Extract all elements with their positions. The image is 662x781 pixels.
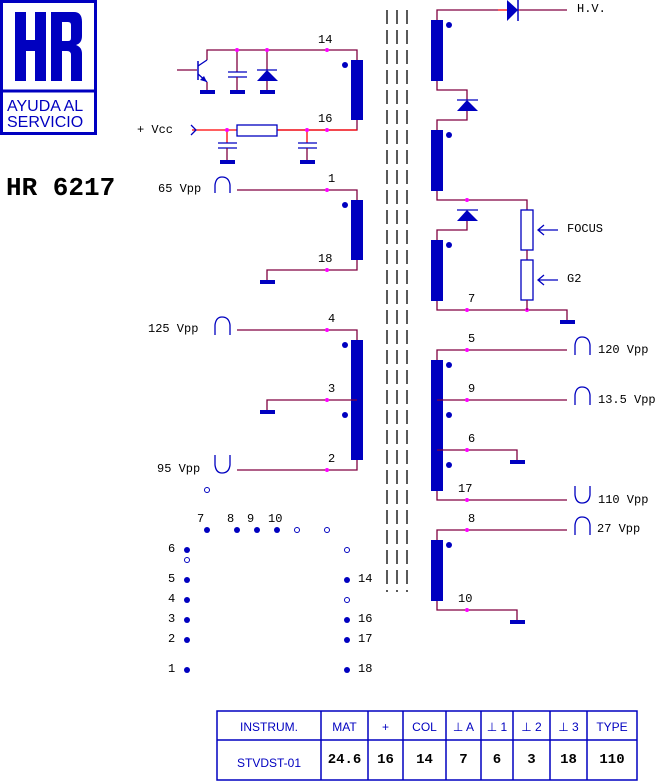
capacitor-icon: [218, 130, 237, 164]
pinout-label: 16: [358, 612, 372, 626]
table-cell: 7: [459, 752, 467, 768]
pulse-icon: [574, 386, 591, 405]
model-title: HR 6217: [6, 173, 115, 203]
logo-line1: AYUDA AL: [7, 98, 83, 115]
pinout-label: 7: [197, 512, 204, 526]
input-arrow-icon: [190, 124, 197, 136]
table-header: +: [382, 720, 389, 734]
pinout-label: 3: [168, 612, 175, 626]
pinout-label: 1: [168, 662, 175, 676]
diode-icon: [257, 50, 278, 94]
supply-winding-14-16: 14 16 + Vcc: [137, 33, 363, 164]
vcc-label: + Vcc: [137, 123, 173, 137]
table-header: MAT: [332, 720, 357, 734]
logo-line2: SERVICIO: [7, 114, 83, 131]
pulse-label: 95 Vpp: [157, 462, 200, 476]
table-cell: 16: [377, 752, 394, 768]
transformer-core: [386, 10, 408, 592]
pulse-label: 27 Vpp: [597, 522, 640, 536]
winding-1-18: 1 18 65 Vpp: [158, 172, 363, 284]
pulse-icon: [574, 516, 591, 535]
pulse-label: 125 Vpp: [148, 322, 198, 336]
table-header: ⊥ A: [453, 720, 474, 734]
hv-label: H.V.: [577, 2, 606, 16]
pin-label: 5: [468, 332, 475, 346]
pin-label: 14: [318, 33, 332, 47]
pinout-label: 17: [358, 632, 372, 646]
pin-label: 10: [458, 592, 472, 606]
capacitor-icon: [298, 130, 317, 164]
pinout-label: 9: [247, 512, 254, 526]
resistor-icon: [236, 124, 278, 137]
pinout-diagram: 7 8 9 10 6 5 4 3 2 1 14 16 17 18: [168, 487, 372, 676]
pulse-label: 65 Vpp: [158, 182, 201, 196]
transistor-icon: [177, 59, 215, 94]
pinout-label: 5: [168, 572, 175, 586]
pin-label: 17: [458, 482, 472, 496]
table-cell: 24.6: [328, 752, 362, 768]
pulse-icon: [574, 336, 591, 355]
capacitor-icon: [228, 50, 247, 94]
table-cell: 18: [560, 752, 577, 768]
winding-4-3-2: 4 3 2 125 Vpp 95 Vpp: [148, 312, 363, 476]
table-header: ⊥ 1: [487, 720, 508, 734]
pinout-label: 14: [358, 572, 372, 586]
focus-potentiometer-icon: [520, 209, 534, 251]
table-header: INSTRUM.: [240, 720, 298, 734]
pin-label: 7: [468, 292, 475, 306]
hv-diode-icon: [507, 0, 519, 21]
pin-label: 2: [328, 452, 335, 466]
pulse-label: 110 Vpp: [598, 493, 648, 507]
arrow-icon: [536, 274, 558, 286]
pinout-label: 8: [227, 512, 234, 526]
table-header: TYPE: [596, 720, 627, 734]
table-header: ⊥ 2: [521, 720, 542, 734]
pin-label: 4: [328, 312, 335, 326]
table-header: COL: [412, 720, 437, 734]
table-cell: 3: [527, 752, 535, 768]
winding-8-10: 8 10 27 Vpp: [431, 512, 640, 624]
pinout-label: 18: [358, 662, 372, 676]
arrow-icon: [536, 224, 558, 236]
hv-winding: H.V. FOCUS G2 7: [431, 0, 606, 324]
pin-label: 3: [328, 382, 335, 396]
pin-label: 6: [468, 432, 475, 446]
pinout-label: 4: [168, 592, 175, 606]
table-cell: STVDST-01: [237, 756, 301, 770]
table-header: ⊥ 3: [558, 720, 579, 734]
pin-label: 1: [328, 172, 335, 186]
pin-label: 8: [468, 512, 475, 526]
table-cell: 6: [493, 752, 501, 768]
pinout-label: 10: [268, 512, 282, 526]
diode-icon: [457, 99, 478, 111]
table-cell: 14: [416, 752, 433, 768]
pulse-label: 13.5 Vpp: [598, 393, 656, 407]
diode-icon: [457, 209, 478, 221]
g2-potentiometer-icon: [520, 259, 534, 301]
hr-logo: AYUDA AL SERVICIO: [0, 0, 97, 135]
pulse-icon: [214, 176, 231, 193]
pulse-label: 120 Vpp: [598, 343, 648, 357]
g2-label: G2: [567, 272, 581, 286]
pinout-label: 2: [168, 632, 175, 646]
inverted-pulse-icon: [574, 486, 591, 504]
spec-table: INSTRUM. STVDST-01 MAT 24.6 +16 COL 14 ⊥ A 7 ⊥ 1 6…: [216, 710, 638, 781]
inverted-pulse-icon: [214, 455, 231, 474]
winding-5-9-6-17: 5 9 6 17 120 Vpp 13.5 Vpp 110 Vpp: [431, 332, 656, 507]
focus-label: FOCUS: [567, 222, 603, 236]
pin-label: 9: [468, 382, 475, 396]
table-cell: 110: [599, 752, 624, 768]
pinout-label: 6: [168, 542, 175, 556]
pin-label: 18: [318, 252, 332, 266]
pin-label: 16: [318, 112, 332, 126]
pulse-icon: [214, 316, 231, 335]
